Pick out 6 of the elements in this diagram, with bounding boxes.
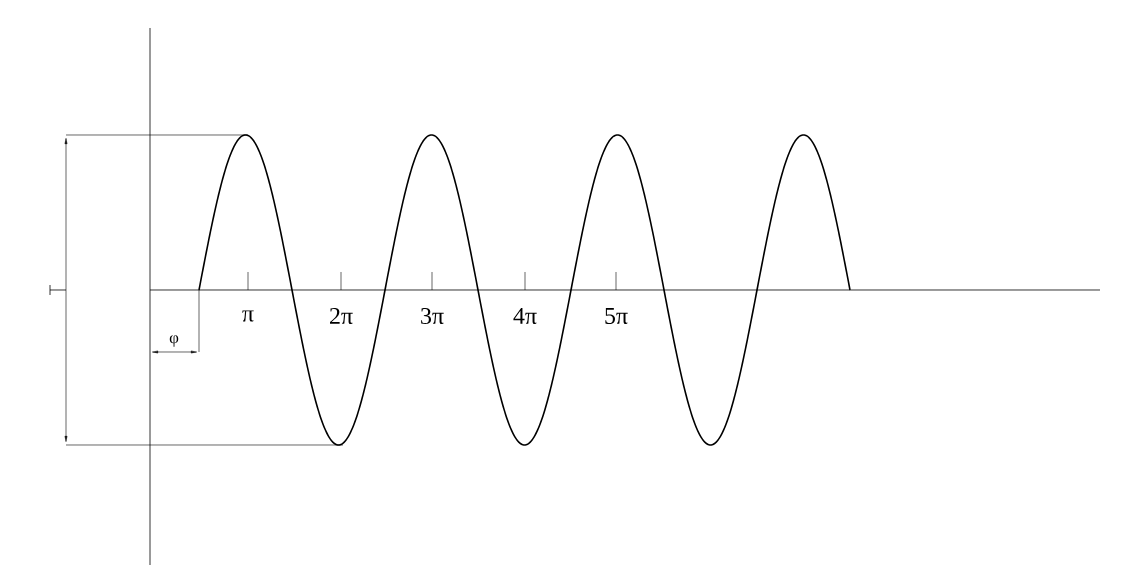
tick-label: 2π [330, 307, 353, 325]
tick-label: 5π [605, 308, 628, 324]
tick-label: 3π [421, 307, 444, 325]
tick-label: 4π [513, 308, 537, 324]
dimension-label: φ [169, 335, 179, 347]
tick-label: π [242, 310, 254, 322]
